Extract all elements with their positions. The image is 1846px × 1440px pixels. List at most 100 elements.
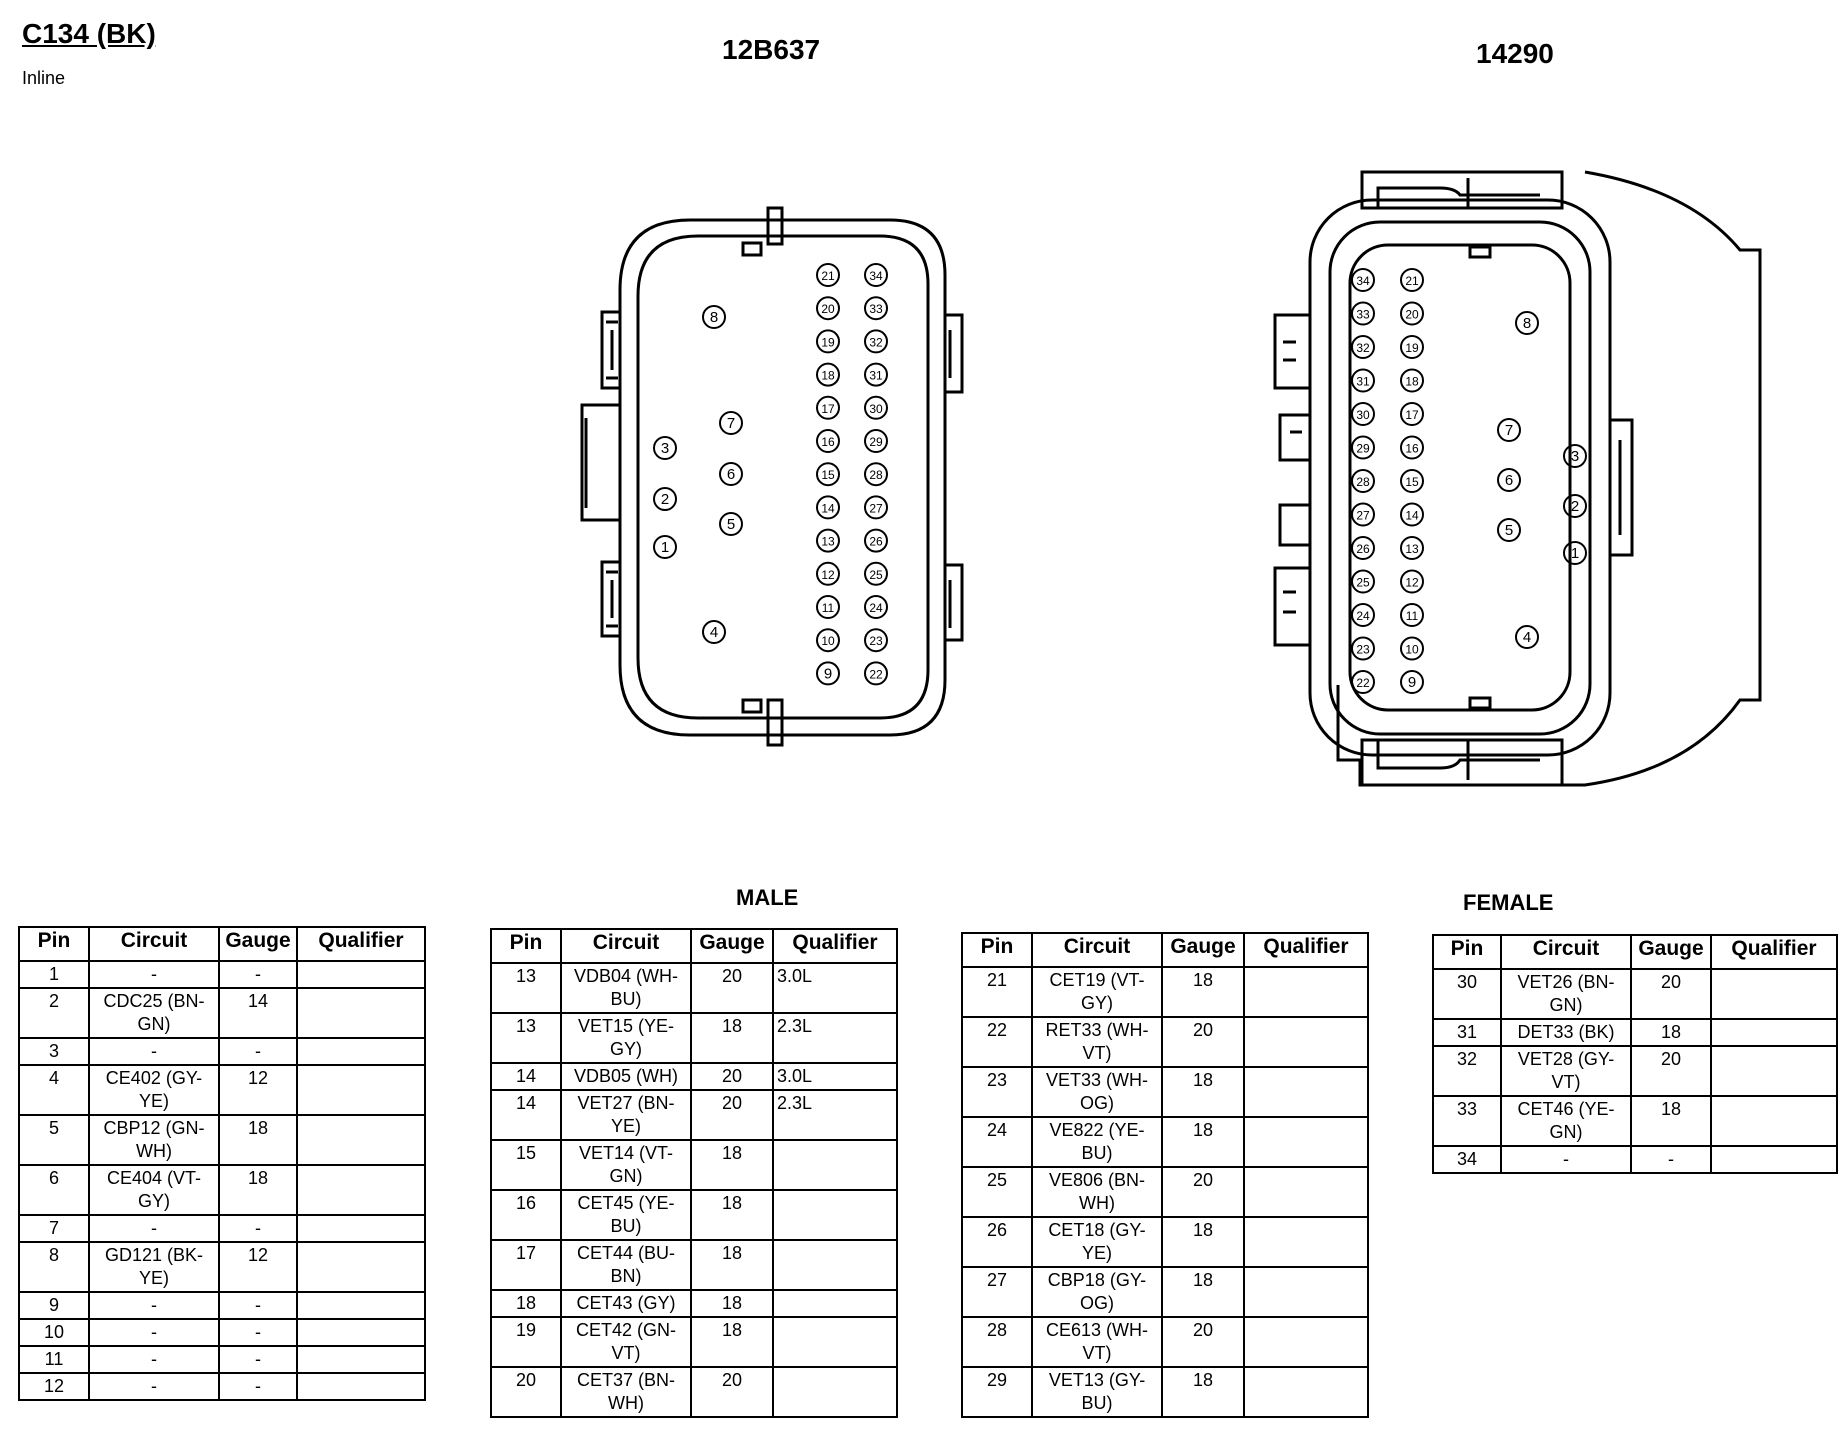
pin-number: 4 [710, 624, 718, 641]
header-circuit: Circuit [560, 928, 692, 964]
pin-number: 7 [727, 415, 735, 432]
pin-number: 6 [727, 466, 735, 483]
pin-cavity [1400, 268, 1424, 292]
pin-cavity [1351, 603, 1375, 627]
pin-cavity [1351, 301, 1375, 326]
pin-cavity [816, 263, 840, 287]
pin-cavity [1351, 435, 1375, 460]
pin-number: 3 [1571, 448, 1579, 465]
header-gauge: Gauge [1161, 932, 1245, 968]
cell-circuit: - [1500, 1145, 1632, 1174]
cell-qualifier [1243, 1116, 1369, 1168]
pin-number: 18 [1405, 375, 1419, 389]
pin-cavity [1400, 502, 1424, 527]
cell-qualifier [772, 1239, 898, 1291]
pin-cavity [1400, 536, 1424, 560]
cell-circuit: RET33 (WH-VT) [1031, 1016, 1163, 1068]
pin-cavity [1497, 518, 1521, 542]
female-face [1348, 243, 1572, 712]
cell-circuit: VE806 (BN-WH) [1031, 1166, 1163, 1218]
cell-gauge: 18 [1630, 1018, 1712, 1047]
cell-pin: 28 [961, 1316, 1033, 1368]
pin-number: 16 [821, 435, 835, 449]
pin-cavity [653, 535, 677, 559]
header-circuit: Circuit [1500, 934, 1632, 970]
cell-circuit: VDB04 (WH-BU) [560, 962, 692, 1014]
cell-pin: 27 [961, 1266, 1033, 1318]
pin-number: 18 [821, 369, 835, 383]
pin-cavity [1351, 368, 1375, 393]
cell-gauge: 18 [218, 1164, 298, 1216]
cell-qualifier [1243, 1216, 1369, 1268]
table-row: 3-- [18, 1037, 426, 1066]
male-bottom-notch [741, 698, 763, 714]
pin-number: 17 [821, 402, 835, 416]
cell-qualifier [1243, 1066, 1369, 1118]
cell-gauge: - [218, 1037, 298, 1066]
pin-cavity [1351, 402, 1375, 426]
cell-gauge: 20 [690, 1089, 774, 1141]
pin-number: 22 [1356, 676, 1370, 690]
cell-qualifier [772, 1316, 898, 1368]
cell-gauge: 18 [1161, 1116, 1245, 1168]
male-part-number: 12B637 [722, 34, 821, 65]
cell-qualifier [1710, 968, 1838, 1020]
cell-qualifier [1243, 1266, 1369, 1318]
cell-circuit: CE404 (VT-GY) [88, 1164, 220, 1216]
pin-number: 30 [869, 402, 883, 416]
cell-qualifier [1243, 1316, 1369, 1368]
pin-cavity [864, 495, 888, 520]
cell-circuit: VE822 (YE-BU) [1031, 1116, 1163, 1168]
pin-number: 14 [821, 501, 835, 515]
cell-pin: 25 [961, 1166, 1033, 1218]
pin-cavity [816, 462, 840, 487]
pin-cavity [719, 512, 743, 536]
cell-gauge: 18 [1161, 1266, 1245, 1318]
male-left-clip-lower [600, 560, 620, 638]
connector-type: Inline [22, 68, 66, 88]
cell-pin: 19 [490, 1316, 562, 1368]
cell-qualifier: 3.0L [772, 962, 898, 1014]
cell-qualifier [296, 960, 426, 989]
cell-pin: 17 [490, 1239, 562, 1291]
cell-gauge: 18 [690, 1139, 774, 1191]
pin-cavity [816, 495, 840, 520]
cell-gauge: 20 [1161, 1166, 1245, 1218]
cell-pin: 1 [18, 960, 90, 989]
male-left-clip-upper [600, 310, 620, 390]
cell-gauge: - [218, 1291, 298, 1320]
pin-cavity [719, 462, 743, 486]
cell-qualifier [296, 1037, 426, 1066]
cell-qualifier [1710, 1145, 1838, 1174]
pin-number: 1 [661, 539, 669, 556]
cell-gauge: - [1630, 1145, 1712, 1174]
cell-gauge: - [218, 1345, 298, 1374]
pin-number: 13 [821, 535, 835, 549]
pin-number: 27 [869, 501, 883, 515]
female-top-lock-detail [1376, 178, 1540, 208]
cell-pin: 30 [1432, 968, 1502, 1020]
cell-gauge: 18 [690, 1289, 774, 1318]
cell-qualifier [296, 1064, 426, 1116]
cell-circuit: CE613 (WH-VT) [1031, 1316, 1163, 1368]
pin-cavity [864, 395, 888, 420]
pin-number: 4 [1523, 629, 1531, 646]
header-pin: Pin [18, 926, 90, 962]
pin-cavity [1400, 368, 1424, 393]
pin-number: 10 [821, 634, 835, 648]
pin-cavity [816, 628, 840, 653]
cell-pin: 34 [1432, 1145, 1502, 1174]
cell-circuit: VET14 (VT-GN) [560, 1139, 692, 1191]
male-bottom-latch [766, 698, 784, 747]
cell-qualifier: 2.3L [772, 1089, 898, 1141]
cell-gauge: - [218, 1318, 298, 1347]
male-label: MALE [736, 885, 799, 910]
cell-gauge: 18 [690, 1189, 774, 1241]
cell-gauge: 12 [218, 1064, 298, 1116]
male-connector-diagram: 8736251421201918171615141312111093433323… [580, 206, 964, 747]
